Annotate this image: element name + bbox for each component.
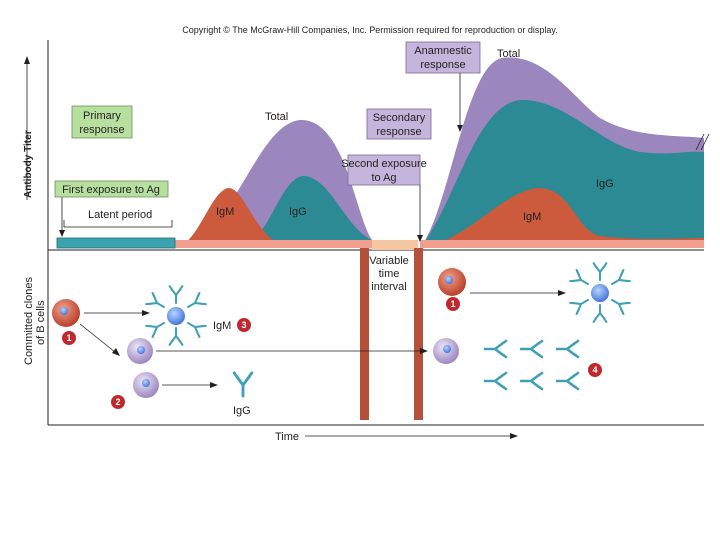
secondary-curves (420, 57, 704, 249)
copyright-notice: Copyright © The McGraw-Hill Companies, I… (182, 25, 557, 35)
primary-curves (175, 119, 372, 249)
igg-antibody (232, 371, 254, 398)
lower-y-label-2: of B cells (35, 300, 47, 345)
b-cell-secondary (438, 268, 466, 296)
second-exposure-box: Second exposure to Ag (341, 154, 427, 186)
step-badge: 4 (588, 363, 602, 377)
svg-text:to Ag: to Ag (371, 172, 396, 184)
memory-cell-2 (133, 372, 159, 398)
latent-period-label: Latent period (88, 209, 152, 221)
variable-label-3: interval (371, 281, 406, 293)
svg-text:4: 4 (592, 365, 597, 375)
axes (24, 40, 704, 439)
igg-secondary-label: IgG (596, 178, 614, 190)
step-badge: 1 (446, 297, 460, 311)
latent-period-bracket (63, 220, 173, 228)
step-badge: 3 (237, 318, 251, 332)
svg-text:response: response (79, 124, 124, 136)
memory-cell-secondary (433, 338, 459, 364)
svg-text:Second exposure: Second exposure (341, 158, 427, 170)
anamnestic-response-box: Anamnestic response (405, 41, 481, 74)
plasma-cell-secondary (569, 262, 631, 323)
y-axis-label: Antibody Titer (23, 130, 34, 198)
variable-interval (360, 240, 423, 420)
x-axis-label: Time (275, 431, 299, 443)
secondary-response-box: Secondary response (366, 108, 432, 140)
total-primary-label: Total (265, 111, 288, 123)
axis-break-mark (695, 133, 710, 151)
svg-text:First exposure to Ag: First exposure to Ag (62, 184, 160, 196)
svg-text:Anamnestic: Anamnestic (414, 45, 472, 57)
step-badge: 1 (62, 331, 76, 345)
plasma-cell-igm (145, 285, 207, 346)
svg-text:1: 1 (66, 333, 71, 343)
variable-label-1: Variable (369, 255, 409, 267)
lower-y-label-1: Committed clones (23, 276, 35, 365)
igg-cell-label: IgG (233, 405, 251, 417)
svg-text:Primary: Primary (83, 110, 121, 122)
latent-period-bar (56, 237, 176, 249)
step-badge: 2 (111, 395, 125, 409)
total-secondary-label: Total (497, 48, 520, 60)
igm-cell-label: IgM (213, 320, 231, 332)
b-cell-primary (52, 299, 80, 327)
igm-secondary-label: IgM (523, 211, 541, 223)
igg-antibody-cluster (483, 339, 580, 391)
svg-text:3: 3 (241, 320, 246, 330)
igm-primary-label: IgM (216, 206, 234, 218)
svg-text:Secondary: Secondary (373, 112, 426, 124)
igg-primary-label: IgG (289, 206, 307, 218)
memory-cell-1 (127, 338, 153, 364)
first-exposure-box: First exposure to Ag (54, 180, 169, 198)
svg-text:response: response (376, 126, 421, 138)
primary-response-box: Primary response (71, 105, 133, 139)
svg-text:response: response (420, 59, 465, 71)
svg-text:2: 2 (115, 397, 120, 407)
svg-text:1: 1 (450, 299, 455, 309)
variable-label-2: time (379, 268, 400, 280)
